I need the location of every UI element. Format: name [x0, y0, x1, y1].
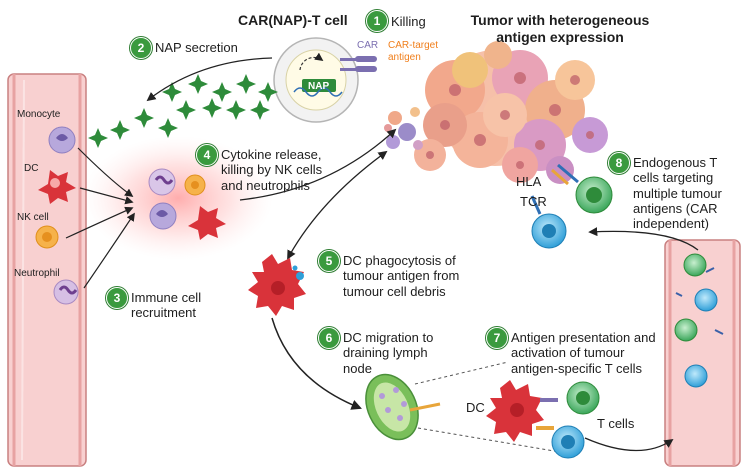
nk-cell-label: NK cell: [17, 212, 49, 223]
step-label-3: Immune cell recruitment: [131, 290, 202, 321]
car-nap-t-cell: [273, 37, 377, 123]
step-label-7: Antigen presentation and activation of t…: [511, 330, 656, 376]
neutrophil-label: Neutrophil: [14, 268, 60, 279]
nk-cell: [35, 225, 59, 249]
tumor-debris: [384, 107, 423, 150]
tumor-t-cell-blue: [530, 195, 567, 249]
hla-label: HLA: [516, 174, 542, 189]
dc-cell: [38, 170, 76, 204]
car-label: CAR: [357, 40, 379, 51]
tumor-title: Tumor with heterogeneous antigen express…: [470, 12, 650, 45]
step-badge-1: 1: [366, 10, 388, 32]
nap-molecules: [88, 74, 278, 148]
neutrophil-cell: [53, 279, 79, 305]
step-badge-3: 3: [106, 287, 128, 309]
zoom-line-bottom: [417, 427, 561, 453]
presenting-dc: [486, 380, 558, 442]
tcr-label: TCR: [520, 194, 547, 209]
lymph-t-cell-green: [566, 381, 600, 415]
arrow-tumor-to-dc: [287, 150, 388, 260]
step-label-6: DC migration to draining lymph node: [343, 330, 434, 376]
recruited-immune-cells: [148, 168, 226, 240]
phagocytic-dc: [248, 254, 306, 316]
step-badge-4: 4: [196, 144, 218, 166]
vessel-t-cells: [674, 253, 724, 388]
arrow-to-right-vessel: [584, 437, 674, 452]
step-label-1: Killing: [391, 14, 426, 29]
monocyte-cell: [48, 126, 76, 154]
step-label-5: DC phagocytosis of tumour antigen from t…: [343, 253, 460, 299]
t-cells-label: T cells: [597, 416, 635, 431]
step-label-8: Endogenous T cells targeting multiple tu…: [633, 155, 722, 232]
dc-node-label: DC: [466, 400, 485, 415]
lymph-t-cell-blue: [551, 425, 585, 459]
step-label-4: Cytokine release, killing by NK cells an…: [221, 147, 323, 193]
step-badge-6: 6: [318, 327, 340, 349]
recruitment-arrows: [65, 147, 135, 289]
tumor-mass: [414, 41, 608, 184]
step-badge-8: 8: [608, 152, 630, 174]
right-blood-vessel: [664, 239, 741, 467]
left-blood-vessel: [7, 73, 87, 467]
zoom-line-top: [414, 361, 509, 385]
step-badge-5: 5: [318, 250, 340, 272]
arrow-dc-to-lymph-node: [271, 317, 362, 410]
inflammation-zone: [83, 136, 273, 260]
lymph-node: [365, 373, 441, 441]
step-badge-2: 2: [130, 37, 152, 59]
dc-label: DC: [24, 163, 39, 174]
nap-gene-label: NAP: [308, 81, 330, 92]
step-badge-7: 7: [486, 327, 508, 349]
arrow-vessel-to-tumor: [588, 227, 699, 251]
car-t-cell-title: CAR(NAP)-T cell: [238, 12, 348, 28]
car-target-antigen-label: CAR-target antigen: [388, 40, 439, 63]
tumor-t-cell-green: [551, 163, 613, 214]
arrow-nap-to-vessel: [146, 57, 273, 102]
monocyte-label: Monocyte: [17, 109, 61, 120]
step-label-2: NAP secretion: [155, 40, 238, 55]
